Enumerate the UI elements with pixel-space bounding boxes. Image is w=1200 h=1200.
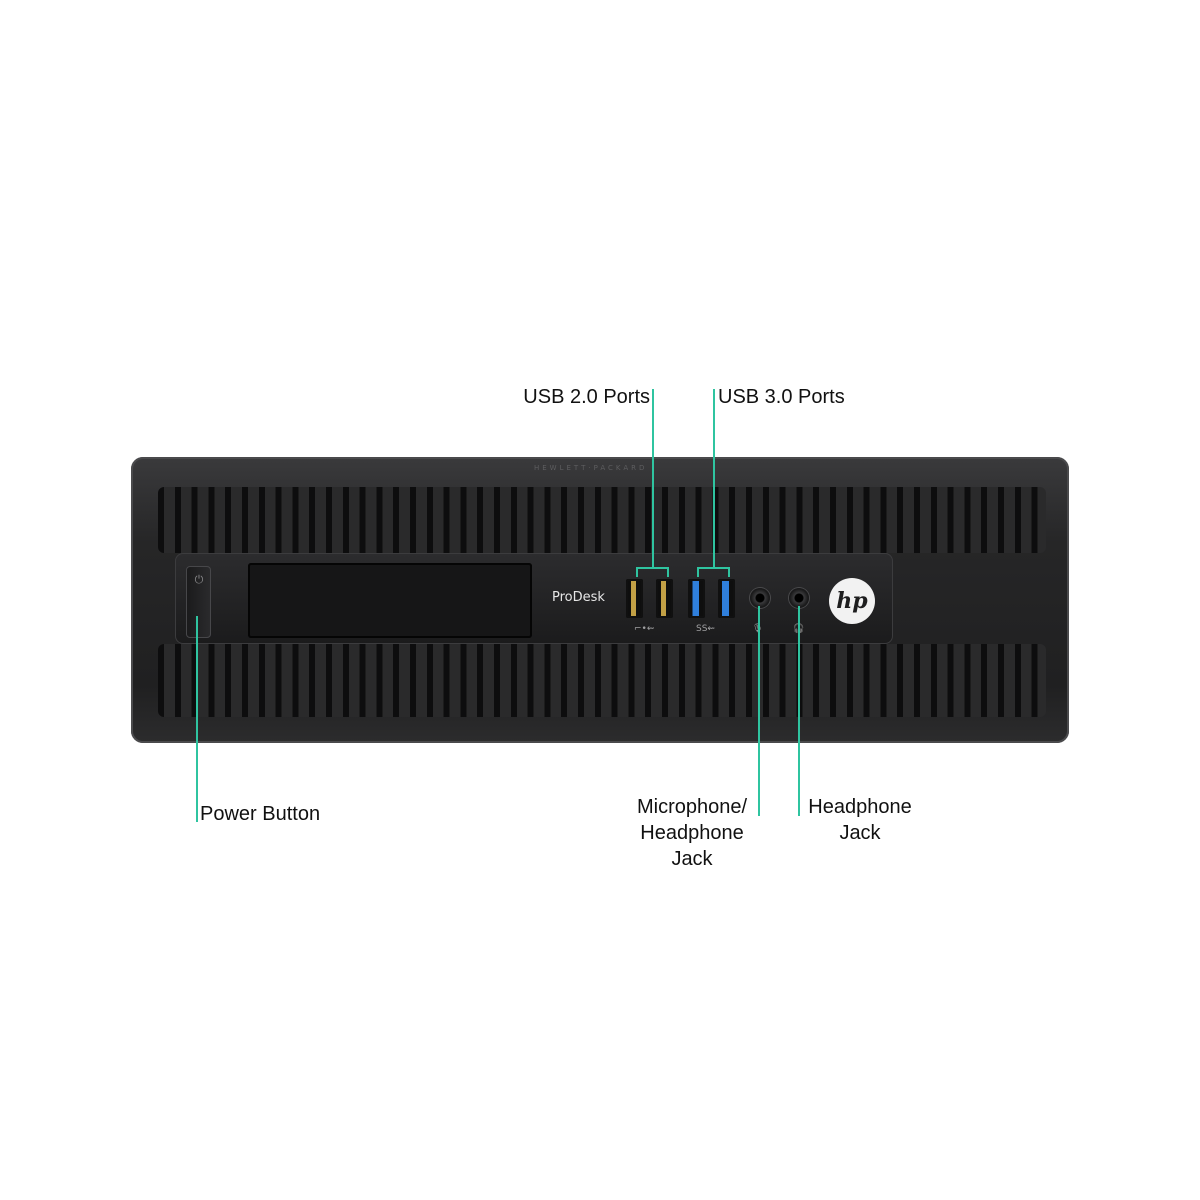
usb3-icon: SS⇜ — [696, 624, 715, 634]
headphone-jack-label-line1: Headphone — [808, 796, 912, 818]
usb3-bracket-left — [697, 567, 699, 577]
usb3-bracket-right — [728, 567, 730, 577]
usb3-leader-line — [713, 389, 715, 569]
bottom-vent-grille — [158, 644, 1046, 717]
headphone-jack[interactable] — [789, 588, 809, 608]
drive-bay — [248, 563, 532, 638]
hp-logo-text: hp — [836, 588, 868, 614]
power-leader-line — [196, 616, 198, 822]
mic-jack-label-line2: Headphone — [640, 822, 744, 844]
mic-jack-label-line1: Microphone/ — [636, 796, 748, 818]
usb2-bracket-right — [667, 567, 669, 577]
microphone-headphone-jack[interactable] — [750, 588, 770, 608]
usb2-ports-label: USB 2.0 Ports — [523, 386, 650, 408]
power-button[interactable] — [186, 566, 211, 638]
top-vent-grille — [158, 487, 1046, 553]
usb2-bracket — [636, 567, 669, 569]
hp-logo — [829, 578, 875, 624]
usb2-port[interactable] — [626, 579, 643, 618]
mic-jack-leader-line — [758, 606, 760, 816]
usb3-ports-label: USB 3.0 Ports — [718, 386, 845, 408]
usb2-leader-line — [652, 389, 654, 569]
usb3-port[interactable] — [688, 579, 705, 618]
headphone-jack-label-line2: Jack — [839, 822, 881, 844]
usb2-bracket-left — [636, 567, 638, 577]
usb2-port[interactable] — [656, 579, 673, 618]
microphone-headset-icon: 🎙 — [752, 624, 763, 634]
power-icon: ⏻ — [194, 574, 204, 586]
usb3-port[interactable] — [718, 579, 735, 618]
hewlett-packard-brand-text: HEWLETT·PACKARD — [534, 464, 648, 472]
usb-icon: ⌐•⇜ — [634, 624, 655, 634]
headphone-jack-leader-line — [798, 606, 800, 816]
model-label: ProDesk — [552, 590, 605, 605]
power-button-label: Power Button — [200, 803, 321, 825]
mic-jack-label-line3: Jack — [671, 848, 713, 870]
usb3-bracket — [697, 567, 730, 569]
